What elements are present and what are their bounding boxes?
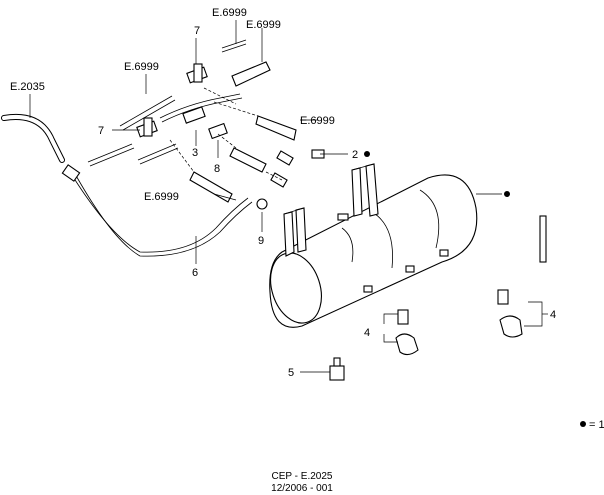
assembly-lines <box>169 87 283 181</box>
pipe-e2035 <box>1 114 65 163</box>
callout-5: 5 <box>288 367 294 379</box>
callout-4-right: 4 <box>550 309 556 321</box>
callout-6: 6 <box>192 267 198 279</box>
callout-7-top: 7 <box>194 25 200 37</box>
callout-e6999-left: E.6999 <box>124 61 159 73</box>
tee-fittings <box>136 63 294 188</box>
dot-marker-2 <box>364 151 370 157</box>
callout-e6999-right: E.6999 <box>300 115 335 127</box>
legend-text: = 1 <box>589 419 604 431</box>
callout-9: 9 <box>258 235 264 247</box>
pipe-6 <box>61 164 253 257</box>
callout-labels: E.6999 E.6999 7 E.6999 E.2035 7 E.6999 3… <box>10 7 556 379</box>
callout-e2035: E.2035 <box>10 81 45 93</box>
callout-e6999-top: E.6999 <box>212 7 247 19</box>
small-fittings <box>256 149 523 381</box>
footer-line-2: 12/2006 - 001 <box>271 483 333 494</box>
callout-2: 2 <box>352 149 358 161</box>
callout-3: 3 <box>192 147 198 159</box>
pipe-set-e6999 <box>87 39 247 167</box>
dot-marker-tank <box>504 191 510 197</box>
spring-hoses <box>189 61 297 203</box>
callout-e6999-hose: E.6999 <box>246 19 281 31</box>
callout-8: 8 <box>214 163 220 175</box>
leader-lines <box>29 20 548 373</box>
air-tank <box>269 163 547 328</box>
legend-dot <box>580 421 586 427</box>
callout-e6999-bottom: E.6999 <box>144 191 179 203</box>
callout-7-left: 7 <box>98 125 104 137</box>
callout-4-left: 4 <box>364 327 370 339</box>
dot-markers: = 1 <box>364 151 604 431</box>
footer-line-1: CEP - E.2025 <box>271 471 333 482</box>
